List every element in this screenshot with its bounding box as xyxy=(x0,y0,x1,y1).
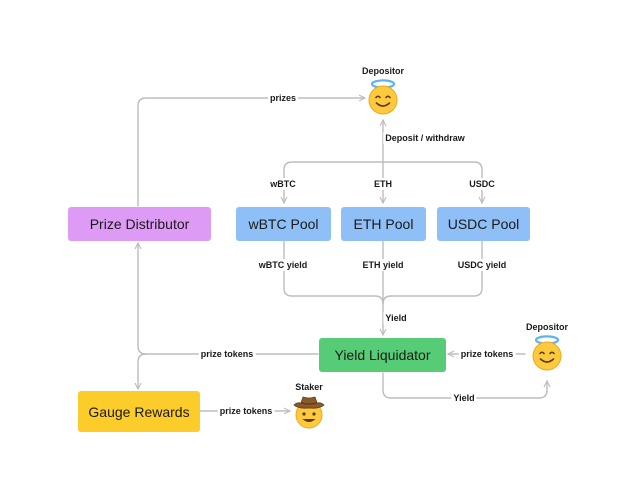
label-eth-yield: ETH yield xyxy=(360,259,406,271)
label-yield-to-depositor: Yield xyxy=(451,392,477,404)
edge-deposit-usdc xyxy=(382,161,486,204)
halo-face-icon xyxy=(368,79,398,115)
label-prize-tokens-to-distributor: prize tokens xyxy=(198,348,256,360)
label-prizes: prizes xyxy=(267,92,299,104)
staker-label: Staker xyxy=(295,382,323,392)
yield-liquidator-node: Yield Liquidator xyxy=(319,338,446,372)
label-yield-to-liquidator: Yield xyxy=(383,312,409,324)
edge-usdc-yield xyxy=(382,240,483,305)
label-wbtc: wBTC xyxy=(268,178,298,190)
label-eth: ETH xyxy=(372,178,394,190)
usdc-pool-node: USDC Pool xyxy=(437,207,530,241)
depositor-right-label: Depositor xyxy=(525,322,569,332)
label-prize-tokens-from-depositor: prize tokens xyxy=(458,348,516,360)
label-deposit-withdraw: Deposit / withdraw xyxy=(383,132,467,144)
wbtc-pool-node: wBTC Pool xyxy=(236,207,331,241)
edge-deposit-wbtc xyxy=(280,161,384,204)
gauge-rewards-node: Gauge Rewards xyxy=(78,391,200,432)
label-wbtc-yield: wBTC yield xyxy=(256,259,310,271)
eth-pool-node: ETH Pool xyxy=(341,207,426,241)
cowboy-face-icon xyxy=(293,396,325,429)
edge-wbtc-yield xyxy=(283,240,384,305)
edge-prize-tokens-to-gauge xyxy=(134,353,147,390)
edge-prizes xyxy=(137,94,366,207)
halo-face-icon xyxy=(532,335,562,371)
depositor-top-label: Depositor xyxy=(361,66,405,76)
label-prize-tokens-to-staker: prize tokens xyxy=(217,405,275,417)
prize-distributor-node: Prize Distributor xyxy=(68,207,211,241)
label-usdc: USDC xyxy=(467,178,497,190)
label-usdc-yield: USDC yield xyxy=(455,259,509,271)
